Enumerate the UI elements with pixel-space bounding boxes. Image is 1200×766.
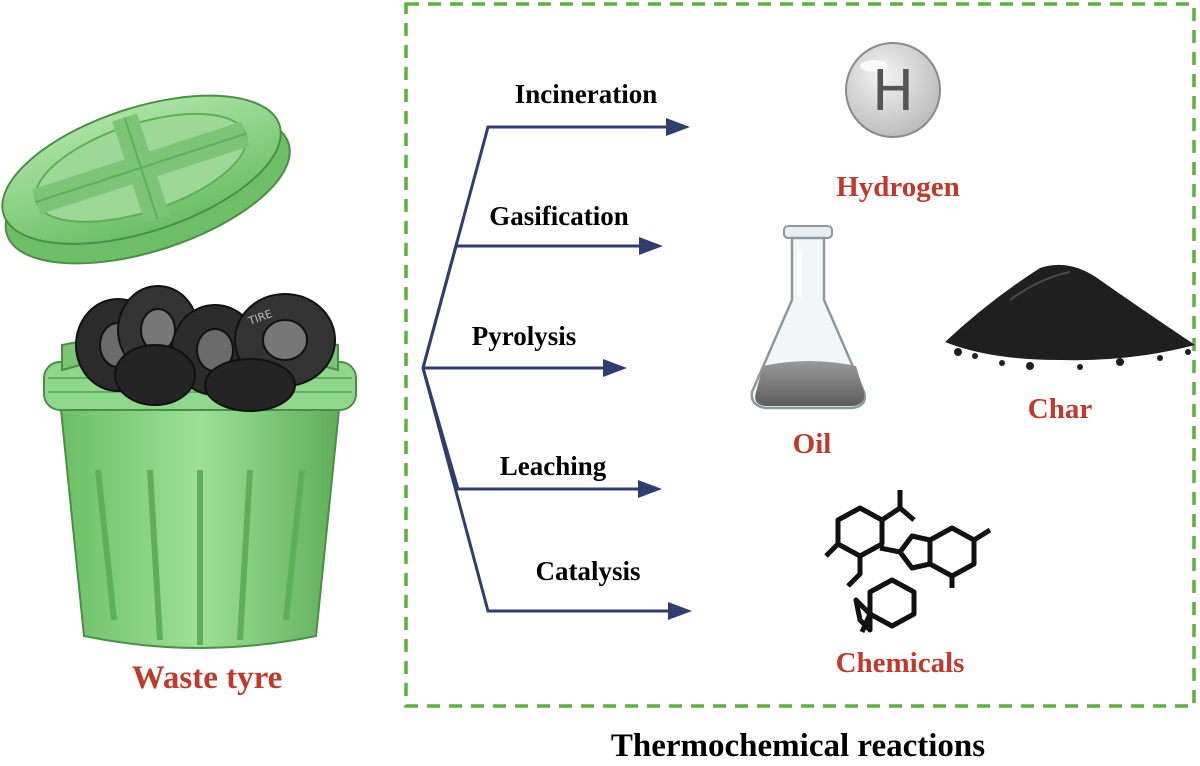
product-hydrogen-label: Hydrogen [836, 171, 960, 203]
branch-line-gasification [421, 244, 641, 369]
process-incineration-label: Incineration [515, 79, 658, 109]
process-leaching-label: Leaching [500, 451, 607, 481]
chemical-molecules-icon [824, 490, 992, 634]
product-char-label: Char [1028, 393, 1093, 425]
tyre [114, 344, 296, 412]
arrowhead-leaching [638, 480, 662, 498]
thermochemical-group-border [404, 2, 1196, 708]
branch-line-catalysis [421, 367, 670, 613]
process-catalysis-label: Catalysis [535, 556, 640, 586]
process-gasification-label: Gasification [489, 201, 629, 231]
molecule [867, 577, 917, 629]
process-arrows [421, 125, 670, 613]
arrowhead-gasification [639, 237, 663, 255]
molecule [927, 525, 977, 579]
hydrogen-sphere-icon: H [845, 42, 941, 138]
molecule [835, 505, 885, 559]
hydrogen-symbol: H [872, 59, 914, 124]
process-pyrolysis-label: Pyrolysis [472, 321, 577, 351]
arrowhead-incineration [666, 118, 690, 136]
char-pile-icon [945, 264, 1195, 370]
tyre-stack: TIRE [75, 285, 336, 412]
arrowheads [603, 118, 692, 620]
waste-tyre-label: Waste tyre [132, 660, 283, 696]
product-chemicals-label: Chemicals [836, 647, 965, 679]
thermochemical-reactions-title: Thermochemical reactions [611, 728, 985, 764]
flask-icon [750, 225, 866, 410]
bucket-lid [1, 94, 291, 265]
arrowhead-catalysis [668, 602, 692, 620]
product-oil-label: Oil [793, 428, 832, 460]
arrowhead-pyrolysis [603, 359, 627, 377]
